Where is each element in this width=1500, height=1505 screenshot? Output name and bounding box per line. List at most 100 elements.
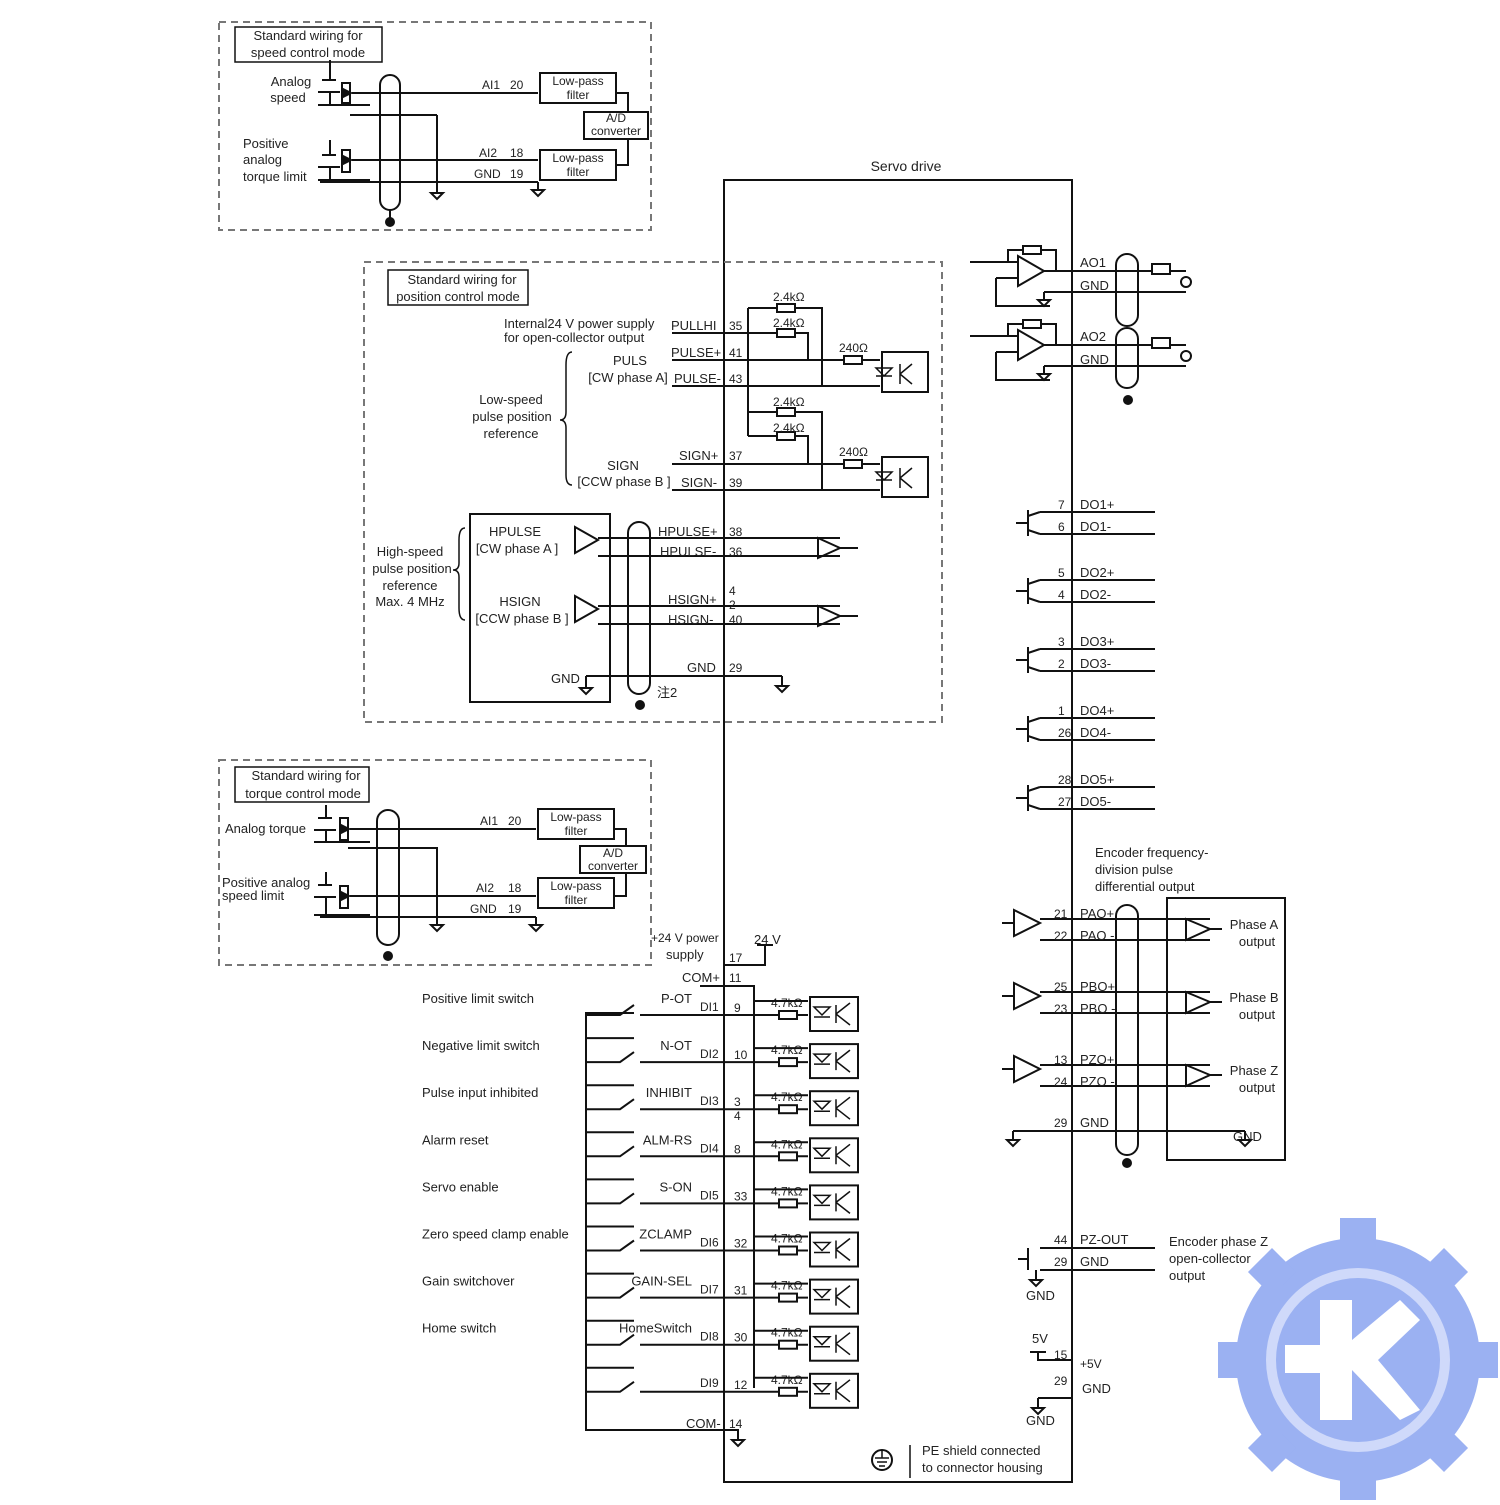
position-section-border [363, 261, 943, 723]
feedback-resistor [1022, 245, 1042, 255]
do-pin-plus: 28 [1058, 773, 1072, 787]
optocoupler [809, 1090, 859, 1127]
highspeed-l3: reference [383, 578, 438, 593]
switch-contact [586, 1004, 724, 1016]
note-2: 注2 [657, 685, 677, 700]
do-pin-minus: 2 [1058, 657, 1065, 671]
resistor-47k [778, 1010, 798, 1020]
shield-cable [1115, 904, 1139, 1156]
speed-ai1-label: AI1 [482, 78, 500, 92]
torque-gnd-pin: 19 [508, 902, 522, 916]
r24-label: 2.4kΩ [773, 316, 805, 330]
output-transistor [1016, 716, 1155, 742]
output-transistor [1016, 510, 1155, 536]
do-name-plus: DO3+ [1080, 634, 1114, 649]
pz-desc-l3: output [1169, 1268, 1206, 1283]
pin-29-5v: 29 [1054, 1374, 1068, 1388]
power-5v-section: 5V 15 +5V 29 GND GND [1026, 1331, 1111, 1428]
di-signal: GAIN-SEL [631, 1274, 692, 1289]
torque-ai1-label: AI1 [480, 814, 498, 828]
power-l1: +24 V power [651, 931, 719, 945]
di-resistor-label: 4.7kΩ [771, 1090, 803, 1104]
meter-resistor [1151, 337, 1171, 349]
meter-icon [1180, 276, 1192, 288]
hsign-minus-label: HSIGN- [668, 612, 714, 627]
lowspeed-l3: reference [484, 426, 539, 441]
sign-minus-label: SIGN- [681, 475, 717, 490]
lpf-label-l1: Low-pass [552, 74, 603, 88]
encoder-title-l2: division pulse [1095, 862, 1173, 877]
ad-converter [579, 845, 647, 874]
position-control-section: Standard wiring for position control mod… [363, 261, 943, 723]
line-receiver [1185, 917, 1222, 942]
position-title-l1: Standard wiring for [407, 272, 517, 287]
hsign-minus-pin: 40 [729, 613, 743, 627]
output-transistor [1016, 647, 1155, 673]
brace [559, 351, 573, 486]
torque-gnd-label: GND [470, 902, 497, 916]
di-signal: P-OT [661, 991, 692, 1006]
pos-gnd-pin: 29 [729, 661, 743, 675]
di-name: DI9 [700, 1376, 719, 1390]
sign-l2: [CCW phase B ] [577, 474, 670, 489]
line-receiver [817, 536, 858, 560]
com-minus-label: COM- [686, 1416, 721, 1431]
resistor-24k [776, 407, 796, 417]
resistor-24k [776, 431, 796, 441]
do-name-plus: DO2+ [1080, 565, 1114, 580]
sign-plus-pin: 37 [729, 449, 743, 463]
op-amp [1017, 328, 1047, 362]
encoder-title-l1: Encoder frequency- [1095, 845, 1208, 860]
brace [452, 527, 466, 621]
di-resistor-label: 4.7kΩ [771, 1184, 803, 1198]
plus5v-label: +5V [1080, 1357, 1102, 1371]
gear-logo-icon [1218, 1218, 1498, 1500]
do-name-plus: DO4+ [1080, 703, 1114, 718]
low-pass-filter [537, 877, 615, 909]
lpf-label-l2: filter [567, 88, 590, 102]
do-pin-minus: 6 [1058, 520, 1065, 534]
enc-name-plus: PZO+ [1080, 1052, 1114, 1067]
optocoupler [809, 1231, 859, 1268]
switch-contact [586, 1286, 724, 1299]
shield-ground-dot [383, 951, 393, 961]
pzout-label: PZ-OUT [1080, 1232, 1128, 1247]
di-name: DI6 [700, 1236, 719, 1250]
pz-desc-l2: open-collector [1169, 1251, 1251, 1266]
battery-symbol [318, 60, 370, 106]
switch-contact [586, 1051, 724, 1064]
com-minus-pin: 14 [729, 1417, 743, 1431]
pz-gnd-pin: 29 [1054, 1255, 1068, 1269]
sign-l1: SIGN [607, 458, 639, 473]
switch-contact [586, 1192, 724, 1205]
di-description: Servo enable [422, 1179, 499, 1194]
di-pin: 31 [734, 1284, 748, 1298]
di-pin-2: 4 [734, 1109, 741, 1123]
enc-gnd-label: GND [1080, 1115, 1109, 1130]
do-pin-minus: 4 [1058, 588, 1065, 602]
lowspeed-l2: pulse position [472, 409, 552, 424]
shield-cable [379, 74, 401, 211]
r240-label: 240Ω [839, 341, 868, 355]
internal-24v-l2: for open-collector output [504, 330, 645, 345]
resistor-24k [776, 303, 796, 313]
di-description: Alarm reset [422, 1132, 489, 1147]
di-name: DI7 [700, 1283, 719, 1297]
optocoupler [809, 1184, 859, 1221]
resistor-24k [776, 328, 796, 338]
do-name-minus: DO1- [1080, 519, 1111, 534]
lpf-label-l2: filter [567, 165, 590, 179]
hpulse-l1: HPULSE [489, 524, 541, 539]
output-transistor [1016, 578, 1155, 604]
enc-gnd-pin: 29 [1054, 1116, 1068, 1130]
encoder-receiver-box [1166, 897, 1286, 1161]
shield-ground-dot [635, 700, 645, 710]
di-pin: 33 [734, 1189, 748, 1203]
speed-limit-l1: Positive analog [222, 875, 310, 890]
enc-name-minus: PZO - [1080, 1074, 1115, 1089]
